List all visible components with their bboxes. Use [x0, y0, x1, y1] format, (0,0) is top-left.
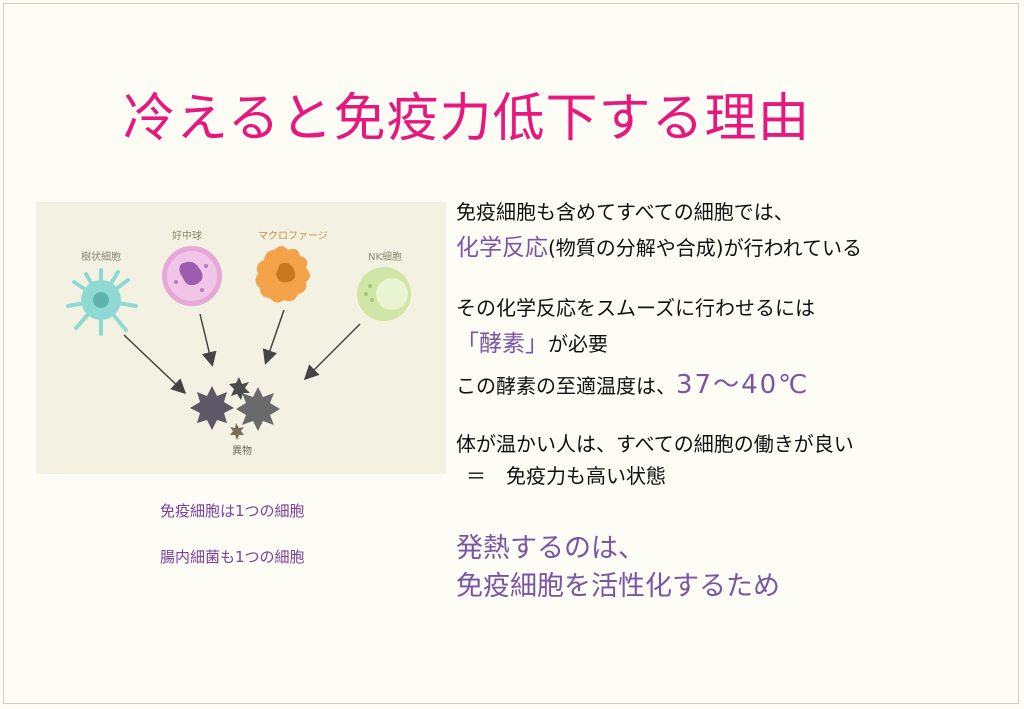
- macrophage-label: マクロファージ: [258, 230, 328, 242]
- slide-title: 冷えると免疫力低下する理由: [123, 89, 811, 149]
- antigen-label: 異物: [232, 444, 252, 457]
- immune-cells-diagram: 樹状細胞 好中球 マクロファージ NK細胞: [66, 229, 411, 457]
- arrows: [123, 309, 361, 395]
- conclusion-line2: 免疫細胞を活性化するため: [456, 571, 780, 602]
- antigen-icon: [190, 377, 280, 440]
- body-p1-line2-rest: (物質の分解や合成)が行われている: [548, 236, 863, 260]
- conclusion-line1: 発熱するのは、: [456, 533, 645, 564]
- caption-immune-cell: 免疫細胞は1つの細胞: [160, 502, 305, 520]
- macrophage-icon: [255, 246, 310, 303]
- caption-gut-bacteria: 腸内細菌も1つの細胞: [160, 548, 305, 566]
- body-p3-line1: 体が温かい人は、すべての細胞の働きが良い: [456, 432, 854, 456]
- body-p2-line3: この酵素の至適温度は、37～40℃: [456, 364, 809, 401]
- nk-cell-icon: [357, 267, 411, 321]
- body-p2-line3-pre: この酵素の至適温度は、: [456, 374, 676, 398]
- immune-cells-illustration: 樹状細胞 好中球 マクロファージ NK細胞: [36, 202, 446, 474]
- body-p1-line2: 化学反応(物質の分解や合成)が行われている: [456, 228, 862, 262]
- highlight-chemical-reaction: 化学反応: [456, 235, 548, 261]
- body-p1-line1: 免疫細胞も含めてすべての細胞では、: [456, 200, 794, 224]
- highlight-enzyme: 「酵素」: [456, 331, 548, 357]
- dendritic-cell-icon: [66, 268, 138, 336]
- nk-cell-label: NK細胞: [368, 250, 402, 263]
- neutrophil-icon: [162, 246, 222, 306]
- slide-frame: [3, 3, 1019, 704]
- neutrophil-label: 好中球: [172, 229, 202, 242]
- dendritic-cell-label: 樹状細胞: [81, 250, 121, 263]
- body-p3-line2: ＝ 免疫力も高い状態: [466, 464, 666, 488]
- optimal-temperature: 37～40℃: [676, 370, 810, 400]
- body-p2-line1: その化学反応をスムーズに行わせるには: [456, 296, 815, 320]
- body-p2-line2-rest: が必要: [548, 332, 608, 356]
- body-p2-line2: 「酵素」が必要: [456, 324, 608, 358]
